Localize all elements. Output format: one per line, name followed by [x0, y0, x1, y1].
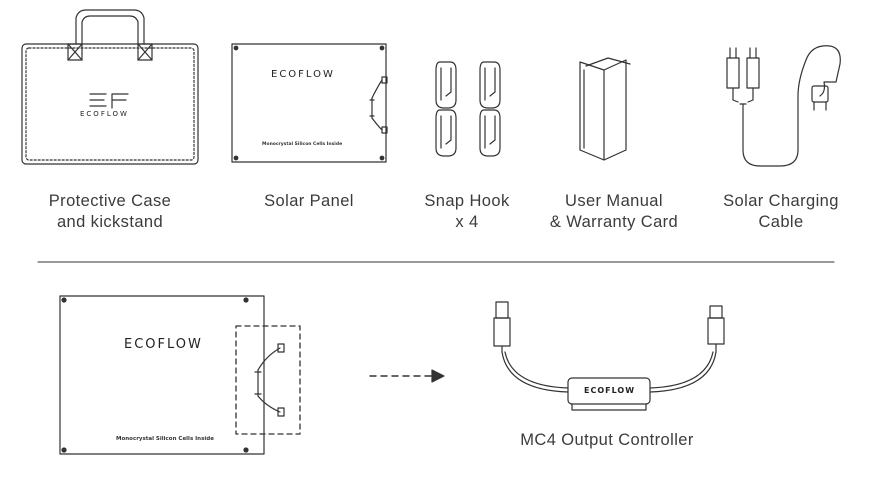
- panel-detail-brand-label: ECOFLOW: [124, 337, 203, 352]
- mc4-controller-icon: [493, 301, 725, 411]
- user-manual-icon: [579, 57, 631, 161]
- caption-solar-panel: Solar Panel: [264, 192, 354, 210]
- arrow-icon: [369, 369, 445, 383]
- solar-panel-icon: [231, 43, 388, 163]
- snap-hook-icon: [435, 61, 501, 157]
- solar-panel-detail-icon: [59, 295, 301, 455]
- controller-brand-label: ECOFLOW: [584, 386, 636, 395]
- charging-cable-icon: [726, 45, 841, 167]
- protective-case-icon: [21, 9, 199, 165]
- caption-user-manual: User Manual& Warranty Card: [549, 192, 679, 231]
- panel-detail-cell-text: Monocrystal Silicon Cells Inside: [116, 436, 214, 442]
- caption-mc4-controller: MC4 Output Controller: [520, 431, 694, 449]
- panel-brand-label: ECOFLOW: [271, 69, 335, 80]
- case-brand-label: ECOFLOW: [80, 110, 129, 118]
- panel-cell-text: Monocrystal Silicon Cells Inside: [262, 142, 343, 147]
